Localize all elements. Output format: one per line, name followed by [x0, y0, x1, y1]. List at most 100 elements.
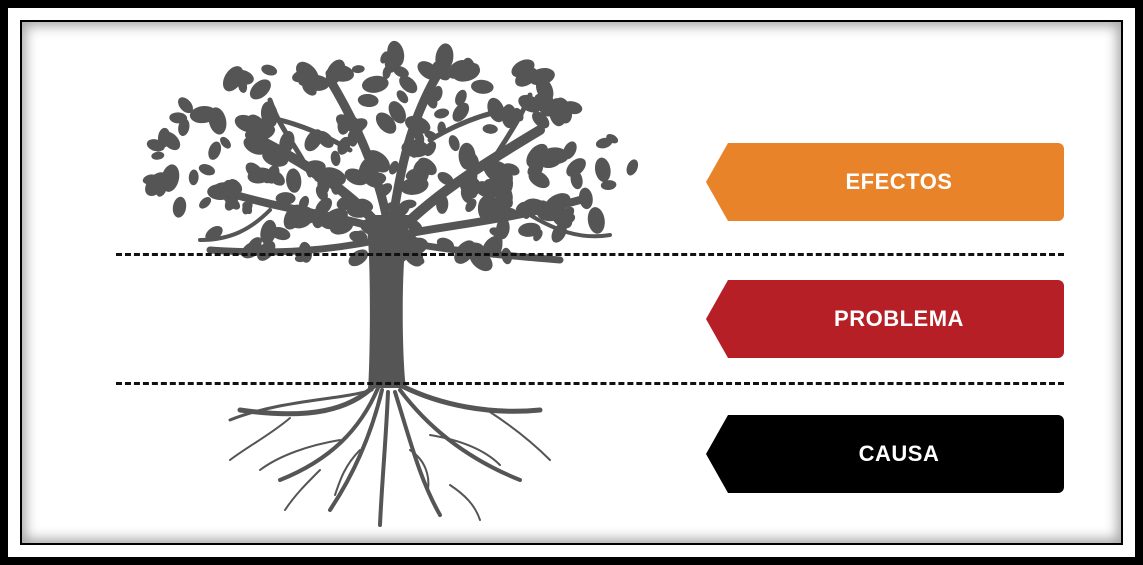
tree-illustration	[142, 40, 639, 527]
tree-leaf	[275, 192, 296, 205]
tree-leaf	[351, 65, 365, 74]
tree-branch	[427, 107, 508, 143]
tree-branch	[267, 97, 313, 178]
tree-leaf	[286, 168, 302, 193]
tree-leaf	[489, 227, 503, 237]
tree-root	[378, 390, 390, 527]
tree-leaf	[477, 196, 494, 221]
tree-branch	[391, 236, 564, 264]
tree-leaf	[227, 197, 241, 210]
tree-leaf	[375, 112, 397, 134]
tree-leaf	[393, 66, 409, 78]
tree-branch	[245, 130, 387, 235]
tree-branch	[325, 75, 393, 230]
tree-branch	[396, 196, 584, 239]
upper-dashed-divider	[116, 253, 1064, 256]
tree-branch	[387, 65, 445, 230]
tree-leaf	[327, 64, 354, 82]
tree-root	[409, 449, 430, 491]
tree-branch	[216, 186, 386, 234]
tree-root	[334, 449, 361, 496]
tree-leaf	[220, 136, 231, 149]
tree-root	[399, 383, 543, 414]
tree-leaf	[482, 124, 498, 134]
lower-dashed-divider	[116, 382, 1064, 385]
effects-label-text: EFECTOS	[845, 169, 953, 194]
tree-leaf	[460, 186, 473, 204]
tree-leaf	[178, 97, 193, 114]
tree-leaf	[434, 108, 450, 119]
tree-leaf	[455, 89, 467, 106]
cause-label-text: CAUSA	[858, 441, 940, 466]
tree-root	[284, 469, 321, 511]
tree-leaf	[234, 114, 260, 133]
tree-leaf	[452, 63, 481, 82]
tree-leaf	[208, 141, 222, 160]
tree-leaf	[532, 111, 550, 129]
tree-leaf	[142, 174, 158, 185]
tree-leaf	[587, 207, 605, 234]
tree-leaf	[249, 79, 271, 100]
diagram-inner-border	[20, 20, 1123, 545]
tree-root	[328, 388, 384, 512]
tree-branches	[198, 65, 612, 264]
tree-root	[229, 417, 291, 461]
tree-root	[429, 434, 501, 466]
cause-arrow-label: CAUSA	[706, 415, 1064, 493]
tree-leaf	[458, 142, 476, 170]
tree-leaf	[594, 157, 611, 183]
tree-leaf	[448, 135, 460, 152]
tree-leaf	[388, 160, 399, 175]
tree-leaf	[247, 167, 273, 184]
tree-leaf	[402, 199, 417, 209]
tree-leaf	[533, 229, 543, 242]
tree-leaf	[260, 219, 277, 245]
tree-branch	[277, 117, 353, 153]
tree-leaf	[188, 169, 199, 186]
tree-leaf	[388, 101, 406, 124]
tree-leaf	[348, 249, 369, 267]
tree-root	[278, 386, 380, 482]
tree-branch	[198, 208, 272, 242]
tree-leaf	[560, 206, 575, 221]
tree-leaf	[387, 40, 405, 68]
tree-leaf	[515, 67, 538, 87]
tree-leaf	[562, 101, 583, 115]
tree-leaf	[579, 187, 593, 210]
tree-root	[259, 439, 341, 471]
tree-leaf	[315, 185, 328, 201]
tree-leaf	[172, 196, 187, 218]
tree-leaf	[489, 160, 513, 186]
tree-branch	[395, 125, 545, 235]
tree-leaf	[208, 107, 227, 135]
tree-root	[489, 411, 551, 461]
tree-leaf	[432, 85, 443, 102]
tree-leaf	[302, 81, 317, 96]
tree-leaf	[452, 102, 470, 122]
tree-roots	[228, 382, 551, 527]
tree-leaf	[330, 150, 341, 167]
tree-leaf	[465, 198, 477, 212]
tree-leaf	[595, 137, 613, 149]
tree-leaf	[484, 178, 504, 194]
effects-arrow-label: EFECTOS	[706, 143, 1064, 221]
tree-trunk	[365, 215, 410, 388]
tree-leaf	[528, 170, 550, 189]
tree-root	[228, 388, 374, 422]
tree-leaf	[199, 196, 212, 209]
tree-branch	[206, 236, 384, 256]
tree-leaf	[151, 151, 165, 160]
tree-leaf	[161, 131, 181, 151]
tree-root	[398, 388, 522, 482]
tree-branch	[487, 92, 533, 168]
tree-leaf	[396, 90, 409, 104]
tree-leaf	[566, 158, 586, 177]
tree-leaf	[405, 168, 418, 180]
tree-leaf	[626, 159, 639, 176]
problem-arrow-label: PROBLEMA	[706, 280, 1064, 358]
tree-root	[393, 390, 442, 517]
tree-root	[449, 484, 481, 521]
tree-leaf	[399, 75, 418, 94]
tree-leaf	[231, 69, 254, 85]
tree-leaf	[380, 51, 390, 64]
